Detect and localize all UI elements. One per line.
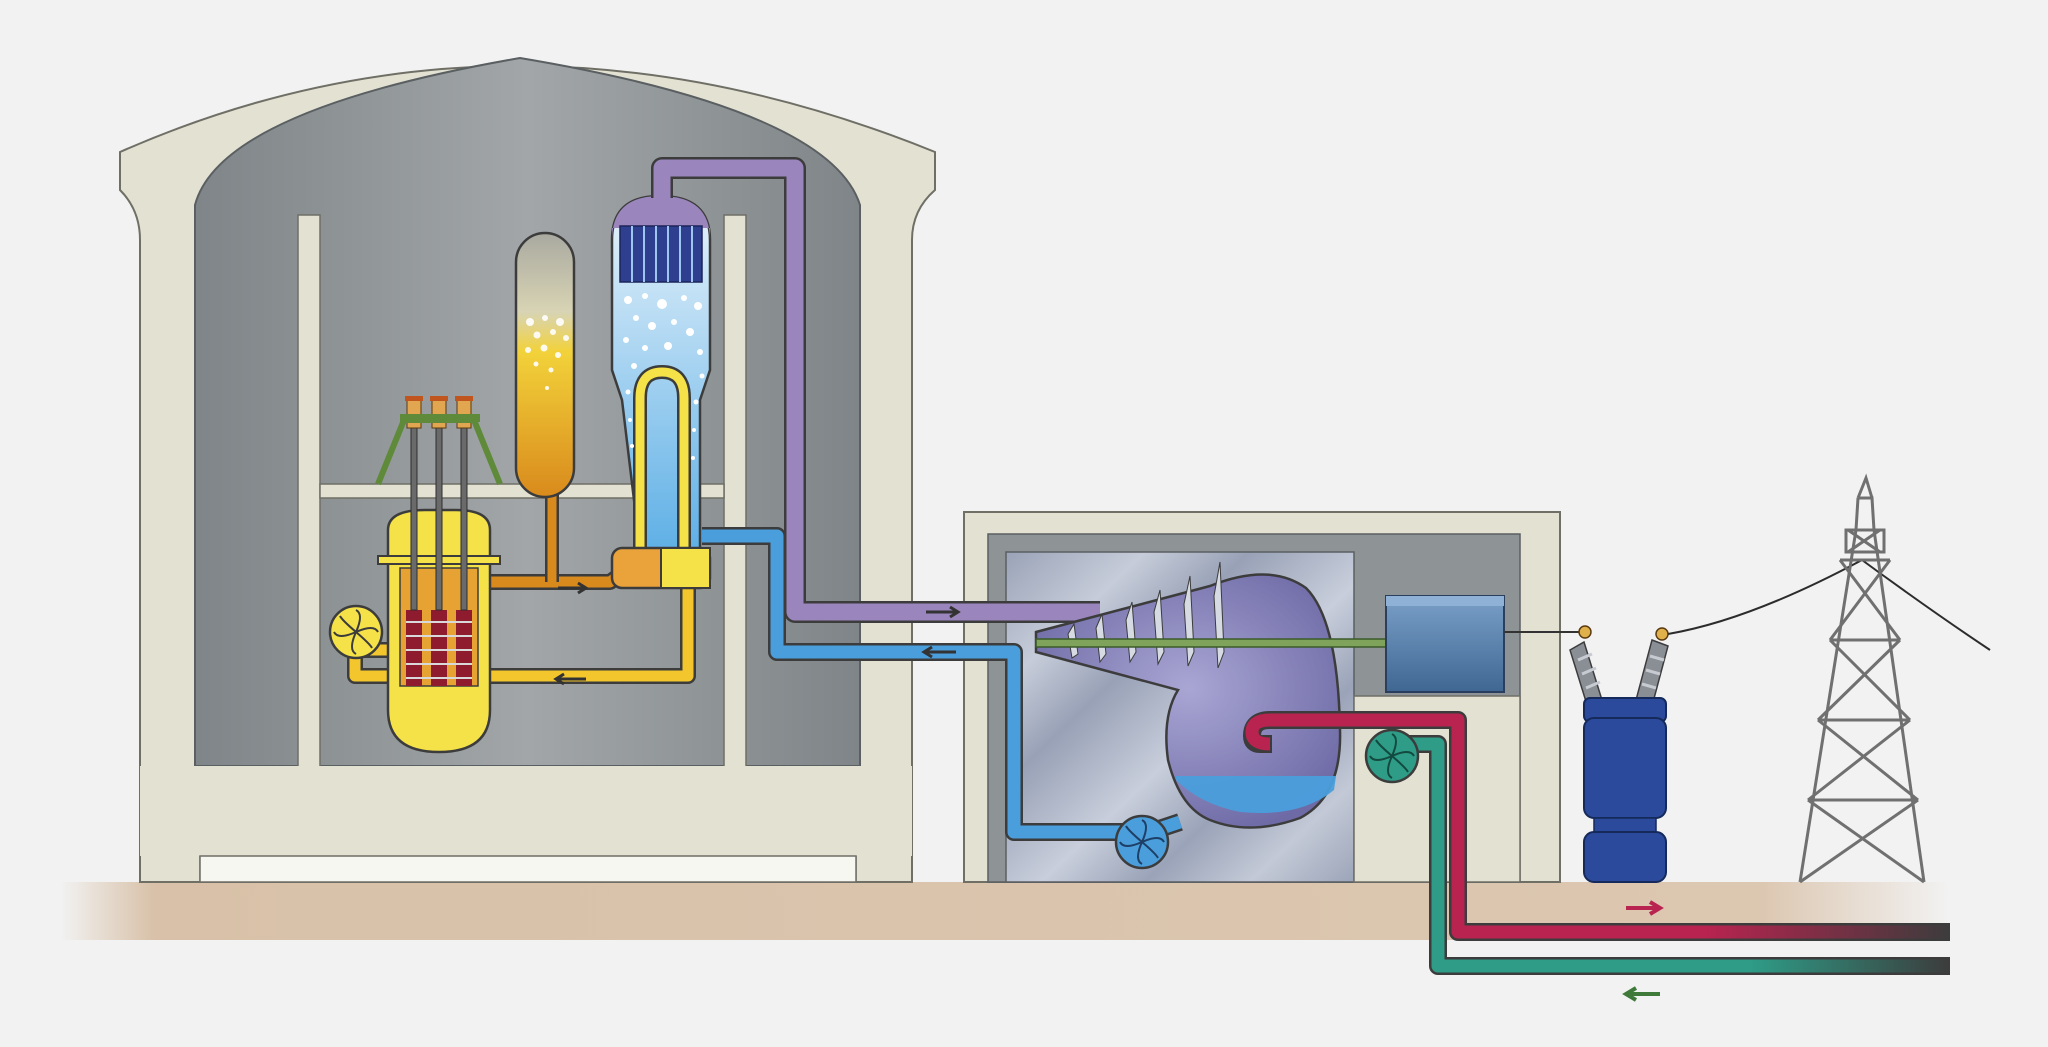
arrow-right-icon [926,605,961,619]
power-lines [1667,559,1991,651]
arrow-left-icon [1622,986,1660,1002]
reactor-vessel [375,396,503,754]
condensate-pump [1114,814,1170,870]
steam-line [651,157,1100,623]
transformer [1569,625,1669,883]
steam-generator [610,194,712,590]
arrow-left-icon [921,645,956,659]
fuel-assemblies [406,610,472,686]
pressurizer [514,231,576,499]
cooling-water-pump [1364,728,1420,784]
cooling-water-out [1243,711,1950,941]
transmission-tower [1798,473,1926,884]
reactor-coolant-pump [328,604,384,660]
arrow-right-icon [1626,900,1664,916]
arrow-left-icon [553,672,586,686]
generator [1385,595,1580,693]
turbine-shaft [1035,638,1387,648]
rod-drive-platform [400,414,480,422]
control-rods [405,396,473,611]
arrow-right-icon [558,581,589,595]
flow-arrows [553,581,961,686]
